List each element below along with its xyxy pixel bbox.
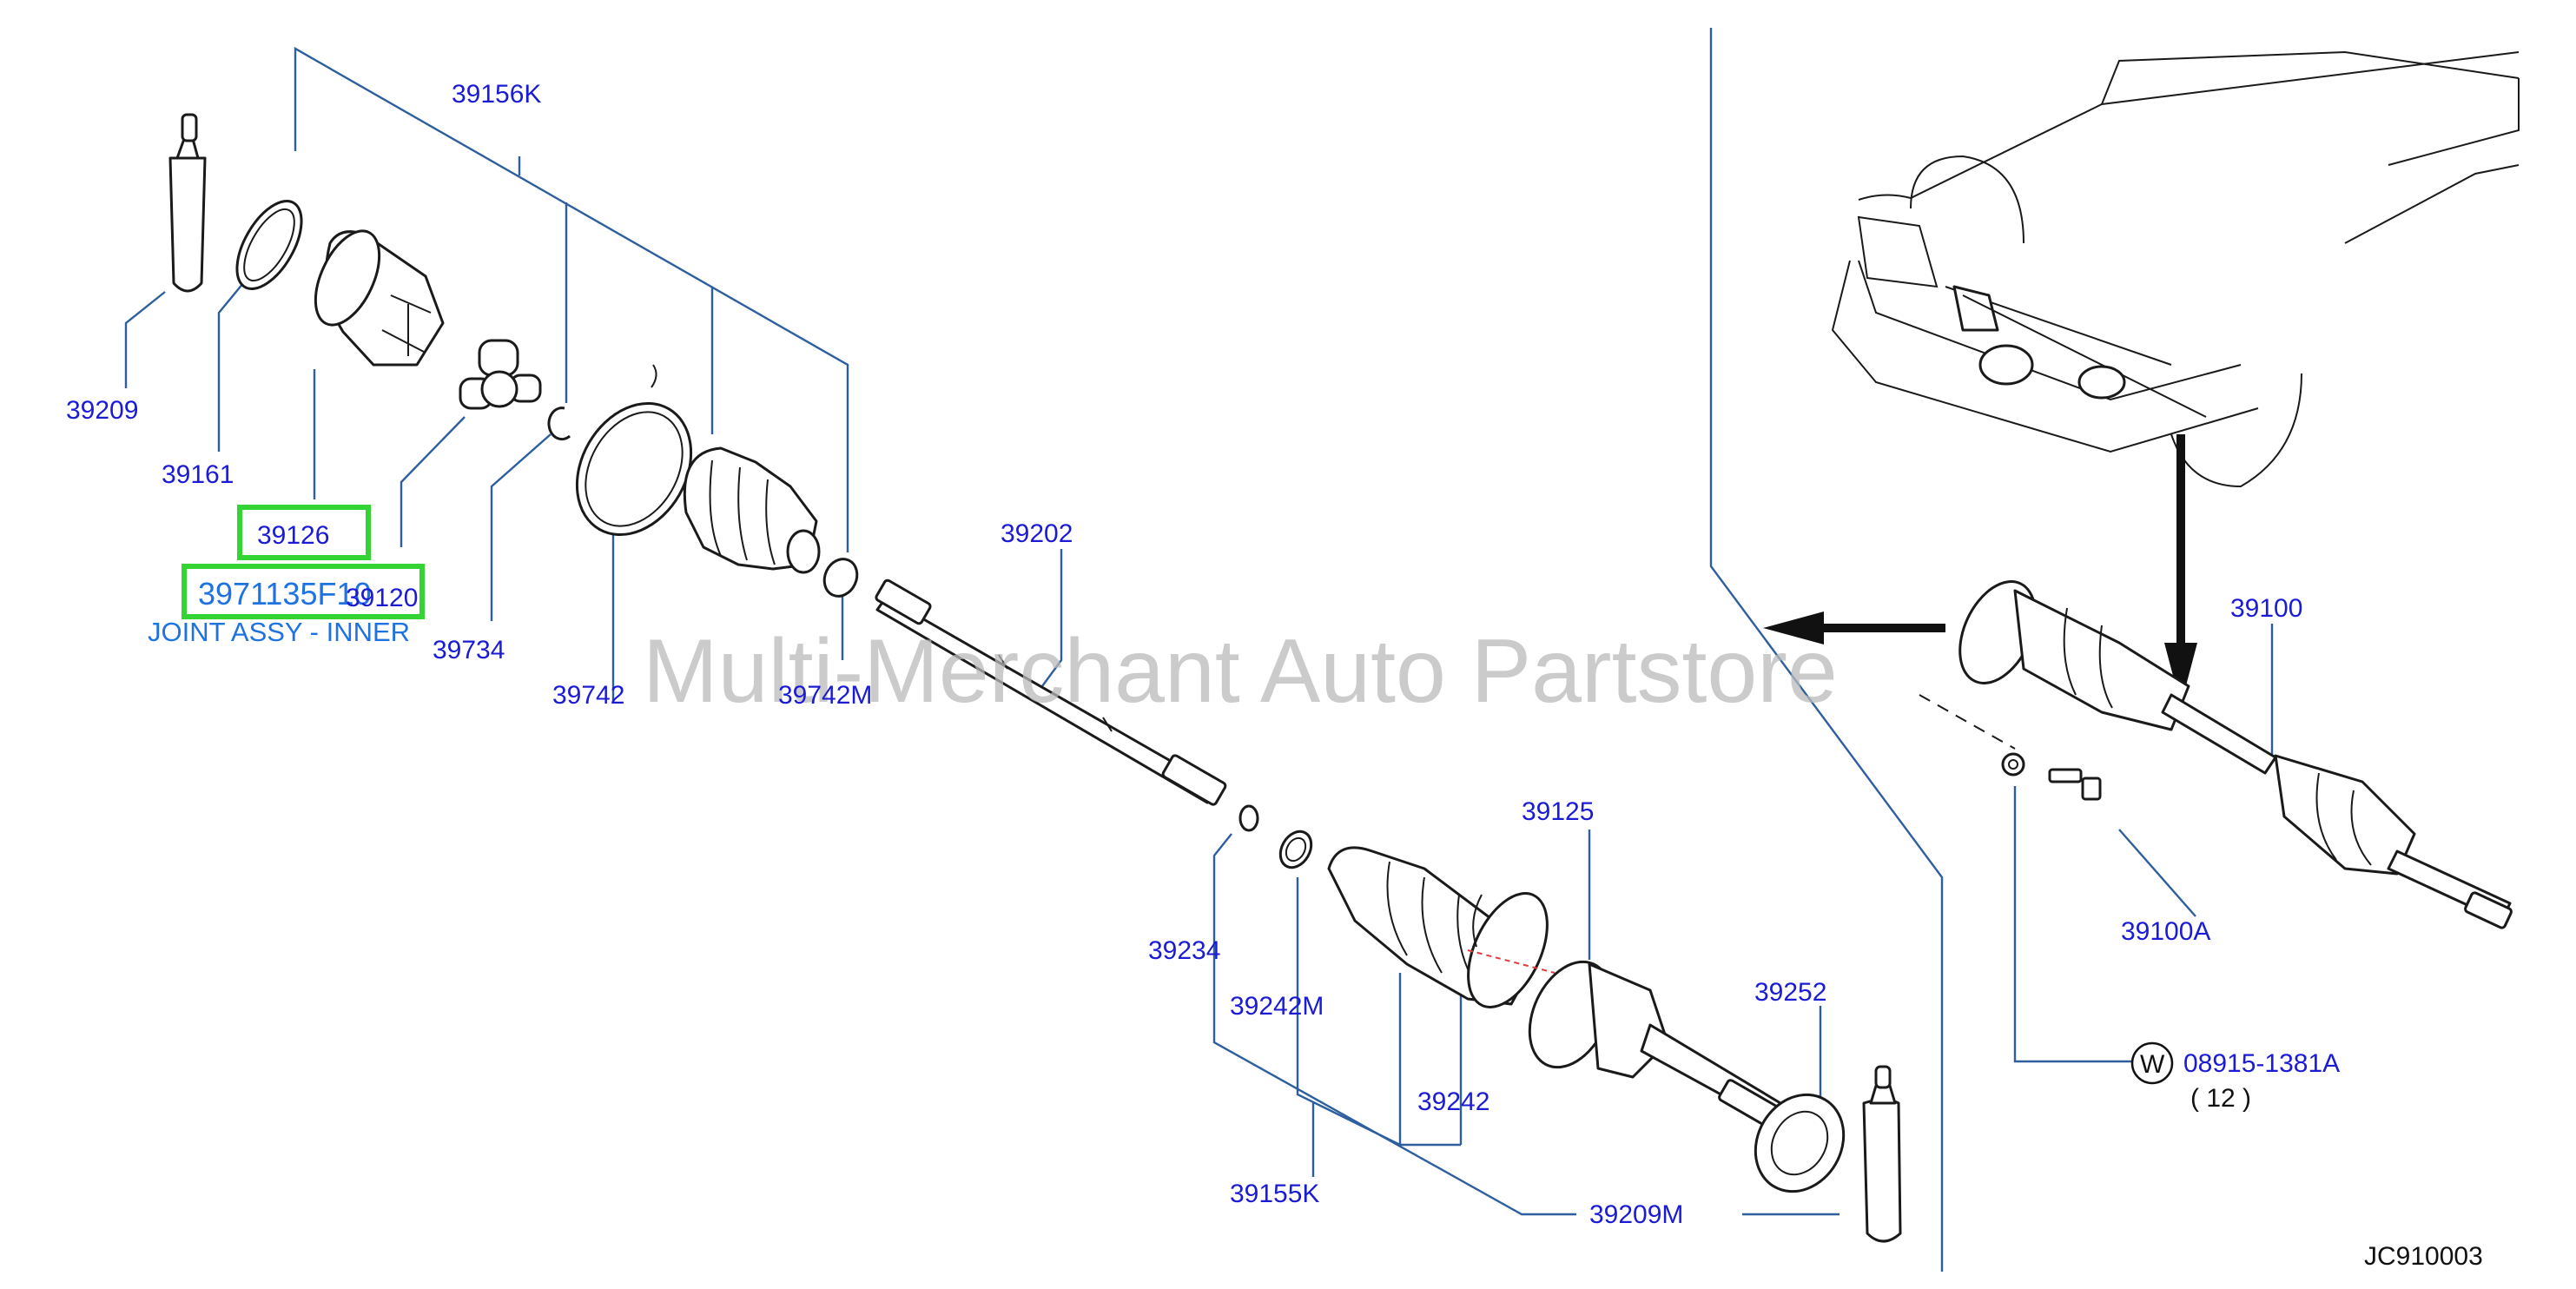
label-39742M[interactable]: 39742M	[778, 681, 872, 710]
label-08915-1381A[interactable]: 08915-1381A	[2183, 1049, 2340, 1078]
label-39125[interactable]: 39125	[1522, 797, 1594, 826]
washer-symbol-letter: W	[2140, 1050, 2165, 1079]
leader-lines	[124, 28, 2274, 1272]
label-39120[interactable]: 39120	[346, 584, 418, 612]
washer-symbol-circle	[2130, 1041, 2174, 1085]
clamp-39242M	[1278, 830, 1313, 869]
inner-joint-housing-39126	[314, 229, 445, 367]
label-39155K[interactable]: 39155K	[1230, 1180, 1319, 1208]
label-39126[interactable]: 39126	[257, 521, 329, 550]
watermark: Multi-Merchant Auto Partstore	[643, 621, 1838, 722]
outer-boot-39242	[1327, 846, 1556, 1008]
inner-boot-39742M	[683, 446, 859, 598]
label-39209-left[interactable]: 39209	[66, 396, 138, 425]
part-description: JOINT ASSY - INNER	[148, 617, 410, 647]
grease-tube-39209M	[1862, 1065, 1902, 1243]
label-39161[interactable]: 39161	[162, 460, 234, 489]
vehicle-illustration	[1831, 50, 2520, 488]
direction-arrows	[1763, 434, 2197, 705]
label-39100[interactable]: 39100	[2230, 594, 2302, 623]
outer-joint-39125	[1528, 960, 1782, 1129]
label-39202[interactable]: 39202	[1001, 519, 1073, 548]
o-ring-39161	[235, 200, 303, 290]
spider-assembly-39120	[459, 339, 542, 410]
label-39242[interactable]: 39242	[1417, 1087, 1489, 1116]
label-39156K[interactable]: 39156K	[452, 80, 541, 109]
label-39242M[interactable]: 39242M	[1230, 992, 1324, 1021]
seal-39252	[1754, 1093, 1846, 1193]
grease-tube-39209-left	[168, 113, 207, 293]
diagram-code: JC910003	[2364, 1242, 2483, 1271]
shaft-assembly-39100	[1919, 580, 2513, 929]
label-39209M[interactable]: 39209M	[1589, 1200, 1683, 1229]
label-39234[interactable]: 39234	[1148, 936, 1220, 965]
quantity-label: ( 12 )	[2190, 1084, 2251, 1113]
label-catalog-number[interactable]: 3971135F10	[198, 576, 372, 611]
label-39742[interactable]: 39742	[552, 681, 624, 710]
label-39100A[interactable]: 39100A	[2121, 917, 2210, 946]
highlight-box-catalog-number	[182, 564, 425, 619]
label-39734[interactable]: 39734	[433, 636, 505, 664]
snap-ring-39234	[1238, 804, 1259, 832]
axle-shaft-39202	[875, 578, 1227, 806]
highlight-box-part-number	[237, 505, 371, 560]
boot-band-39742	[575, 364, 693, 536]
label-39252[interactable]: 39252	[1754, 978, 1826, 1007]
snap-ring-39734	[547, 407, 571, 441]
